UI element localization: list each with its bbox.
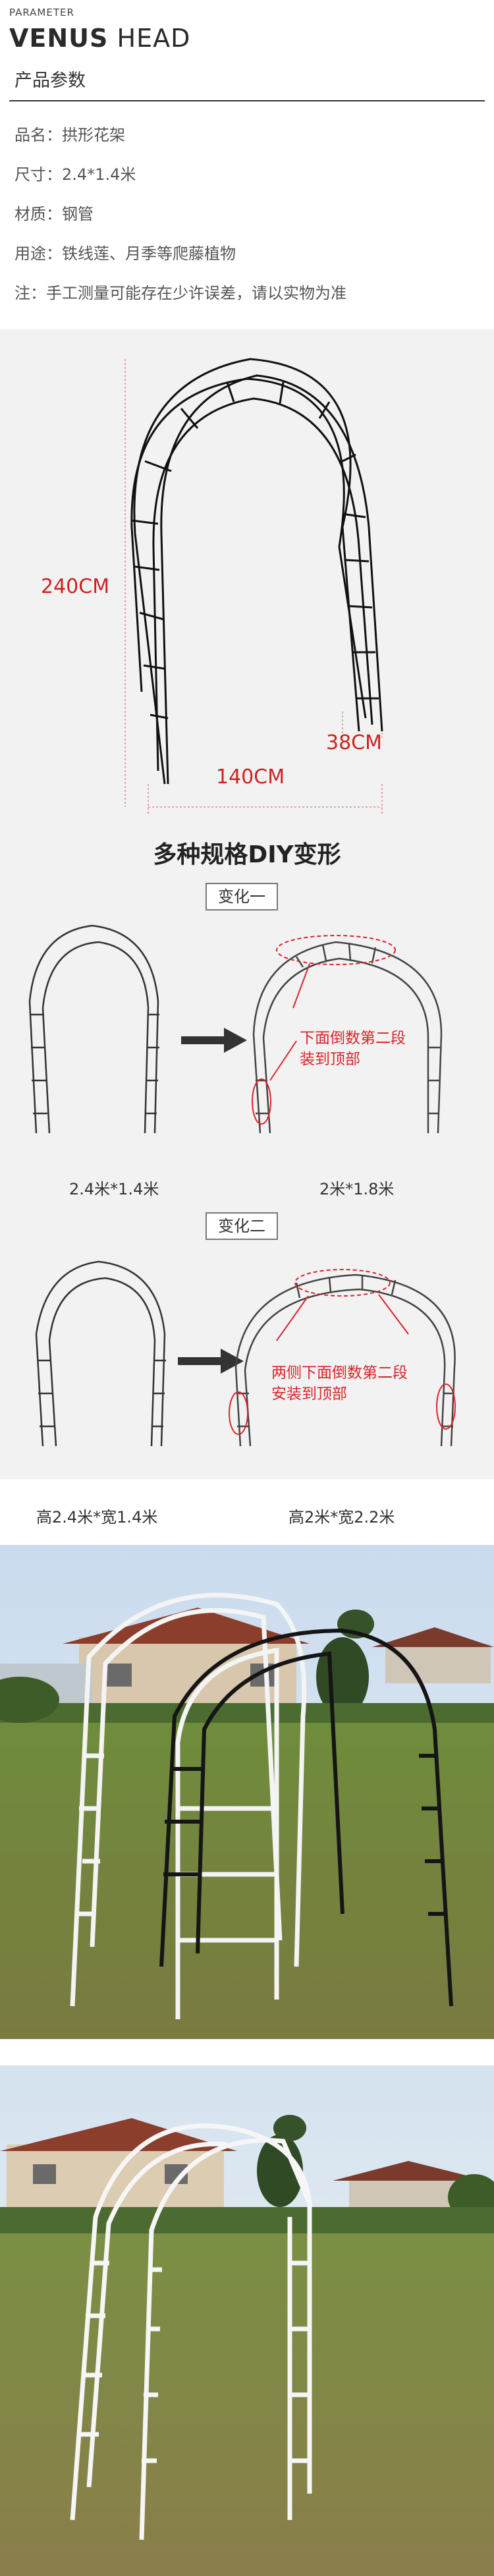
param-value: 拱形花架 <box>62 126 125 144</box>
variant2-note: 两侧下面倒数第二段 安装到顶部 <box>271 1362 408 1405</box>
param-value: 2.4*1.4米 <box>62 165 136 184</box>
diy-title: 多种规格DIY变形 <box>153 841 341 868</box>
variant2-label: 变化二 <box>206 1212 278 1240</box>
param-value: 钢管 <box>62 205 94 223</box>
variant1-right-caption: 2米*1.8米 <box>319 1180 395 1198</box>
param-label: 用途： <box>14 244 62 263</box>
param-row: 注：手工测量可能存在少许误差，请以实物为准 <box>14 273 482 313</box>
param-label: 注： <box>14 284 46 302</box>
depth-label: 38CM <box>326 731 383 754</box>
variant1-left-caption: 2.4米*1.4米 <box>69 1180 159 1198</box>
param-row: 用途：铁线莲、月季等爬藤植物 <box>14 234 482 273</box>
variant2-right-caption: 高2米*宽2.2米 <box>288 1508 395 1526</box>
param-label: 品名： <box>14 126 62 144</box>
param-row: 尺寸：2.4*1.4米 <box>14 155 482 194</box>
parameter-list: 品名：拱形花架 尺寸：2.4*1.4米 材质：钢管 用途：铁线莲、月季等爬藤植物… <box>14 115 482 313</box>
product-photo-2 <box>0 2065 494 2576</box>
variant2-left-caption: 高2.4米*宽1.4米 <box>36 1508 158 1526</box>
variant2-note-line2: 安装到顶部 <box>271 1386 347 1403</box>
dimension-diagram <box>124 358 383 814</box>
height-label: 240CM <box>41 575 110 598</box>
param-row: 材质：钢管 <box>14 194 482 234</box>
variant2-diagram <box>35 1260 456 1447</box>
variant1-label: 变化一 <box>206 883 278 910</box>
param-label: 尺寸： <box>14 165 62 184</box>
param-label: 材质： <box>14 205 62 223</box>
product-photo-1 <box>0 1545 494 2039</box>
header-big-title-bold: VENUS <box>9 24 109 53</box>
variant2-note-line1: 两侧下面倒数第二段 <box>271 1364 408 1382</box>
variant1-note: 下面倒数第二段 装到顶部 <box>300 1028 406 1070</box>
param-row: 品名：拱形花架 <box>14 115 482 155</box>
variant1-note-line2: 装到顶部 <box>300 1051 360 1068</box>
section-title: 产品参数 <box>14 70 86 91</box>
width-label: 140CM <box>216 766 285 789</box>
header-big-title: VENUS HEAD <box>9 24 190 53</box>
variant1-diagram <box>28 924 443 1134</box>
header-divider <box>9 100 485 101</box>
param-value: 铁线莲、月季等爬藤植物 <box>62 244 236 263</box>
param-value: 手工测量可能存在少许误差，请以实物为准 <box>46 284 346 302</box>
parameter-header: PARAMETER VENUS HEAD 产品参数 <box>0 0 494 112</box>
variant1-note-line1: 下面倒数第二段 <box>300 1030 406 1047</box>
header-big-title-light: HEAD <box>117 24 191 53</box>
header-small-title: PARAMETER <box>9 7 74 18</box>
